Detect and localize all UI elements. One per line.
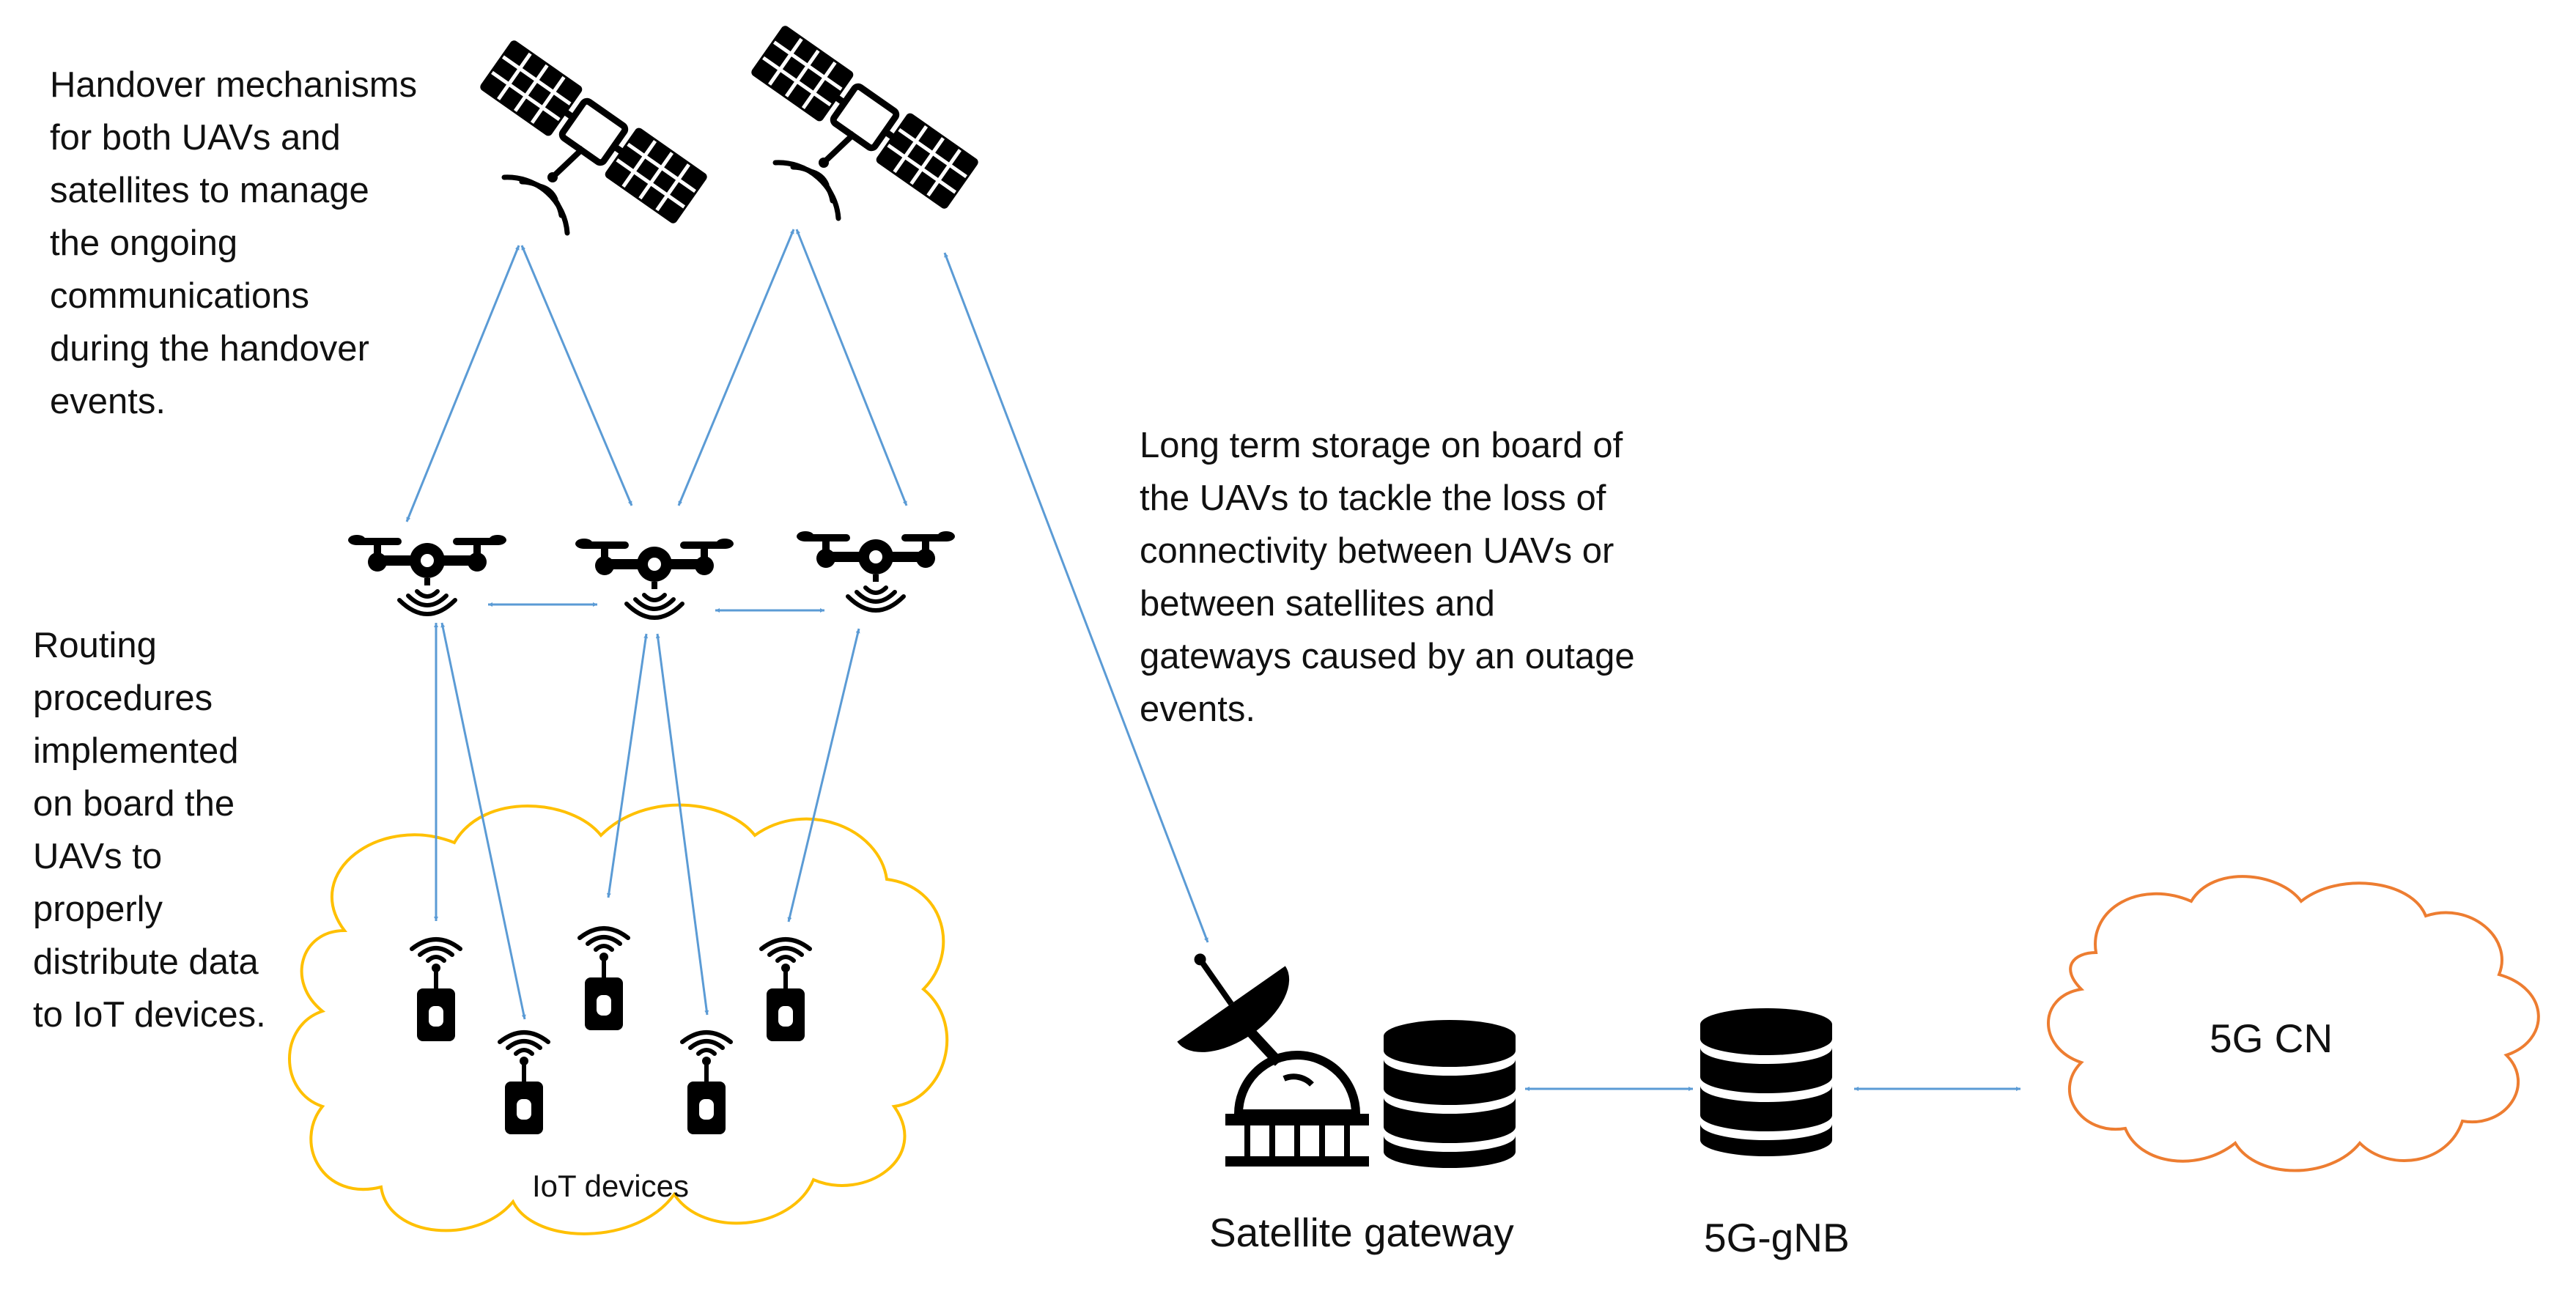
link-satellite1-uav2 <box>520 245 633 506</box>
routing-note: Routing procedures implemented on board … <box>33 626 266 1035</box>
link-satellite2-uav2 <box>677 229 795 506</box>
satellite-icon <box>481 42 706 233</box>
link-satellite2-gateway <box>943 252 1209 943</box>
drone-icon <box>797 531 955 610</box>
satellite-icon <box>753 27 977 218</box>
storage-note: Long term storage on board of the UAVs t… <box>1140 426 1635 729</box>
iot-devices-label: IoT devices <box>532 1169 689 1203</box>
gnb-label: 5G-gNB <box>1704 1215 1850 1260</box>
iot-device-icon <box>682 1032 731 1134</box>
link-satellite2-uav3 <box>795 229 908 506</box>
iot-device-icon <box>412 939 460 1041</box>
server-stack-icon <box>1384 1020 1516 1168</box>
link-uav2-iot4 <box>655 633 709 1016</box>
handover-note: Handover mechanisms for both UAVs and sa… <box>50 65 418 421</box>
server-stack-icon <box>1700 1008 1832 1156</box>
core-network-cloud <box>2047 875 2540 1172</box>
link-uav2-iot3 <box>606 633 649 898</box>
links <box>405 229 2020 1091</box>
satellite-dish-icon <box>1177 953 1369 1167</box>
iot-device-icon <box>761 939 810 1041</box>
link-uav3-iot5 <box>787 628 860 923</box>
drone-icon <box>348 535 506 614</box>
drone-icon <box>575 539 734 618</box>
link-satellite1-uav1 <box>405 245 520 522</box>
iot-device-icon <box>580 928 628 1030</box>
iot-cloud <box>288 803 949 1235</box>
iot-device-icon <box>500 1032 548 1134</box>
link-uav1-iot2 <box>440 622 526 1020</box>
satellite-gateway-label: Satellite gateway <box>1209 1210 1514 1255</box>
core-network-label: 5G CN <box>2210 1016 2333 1061</box>
